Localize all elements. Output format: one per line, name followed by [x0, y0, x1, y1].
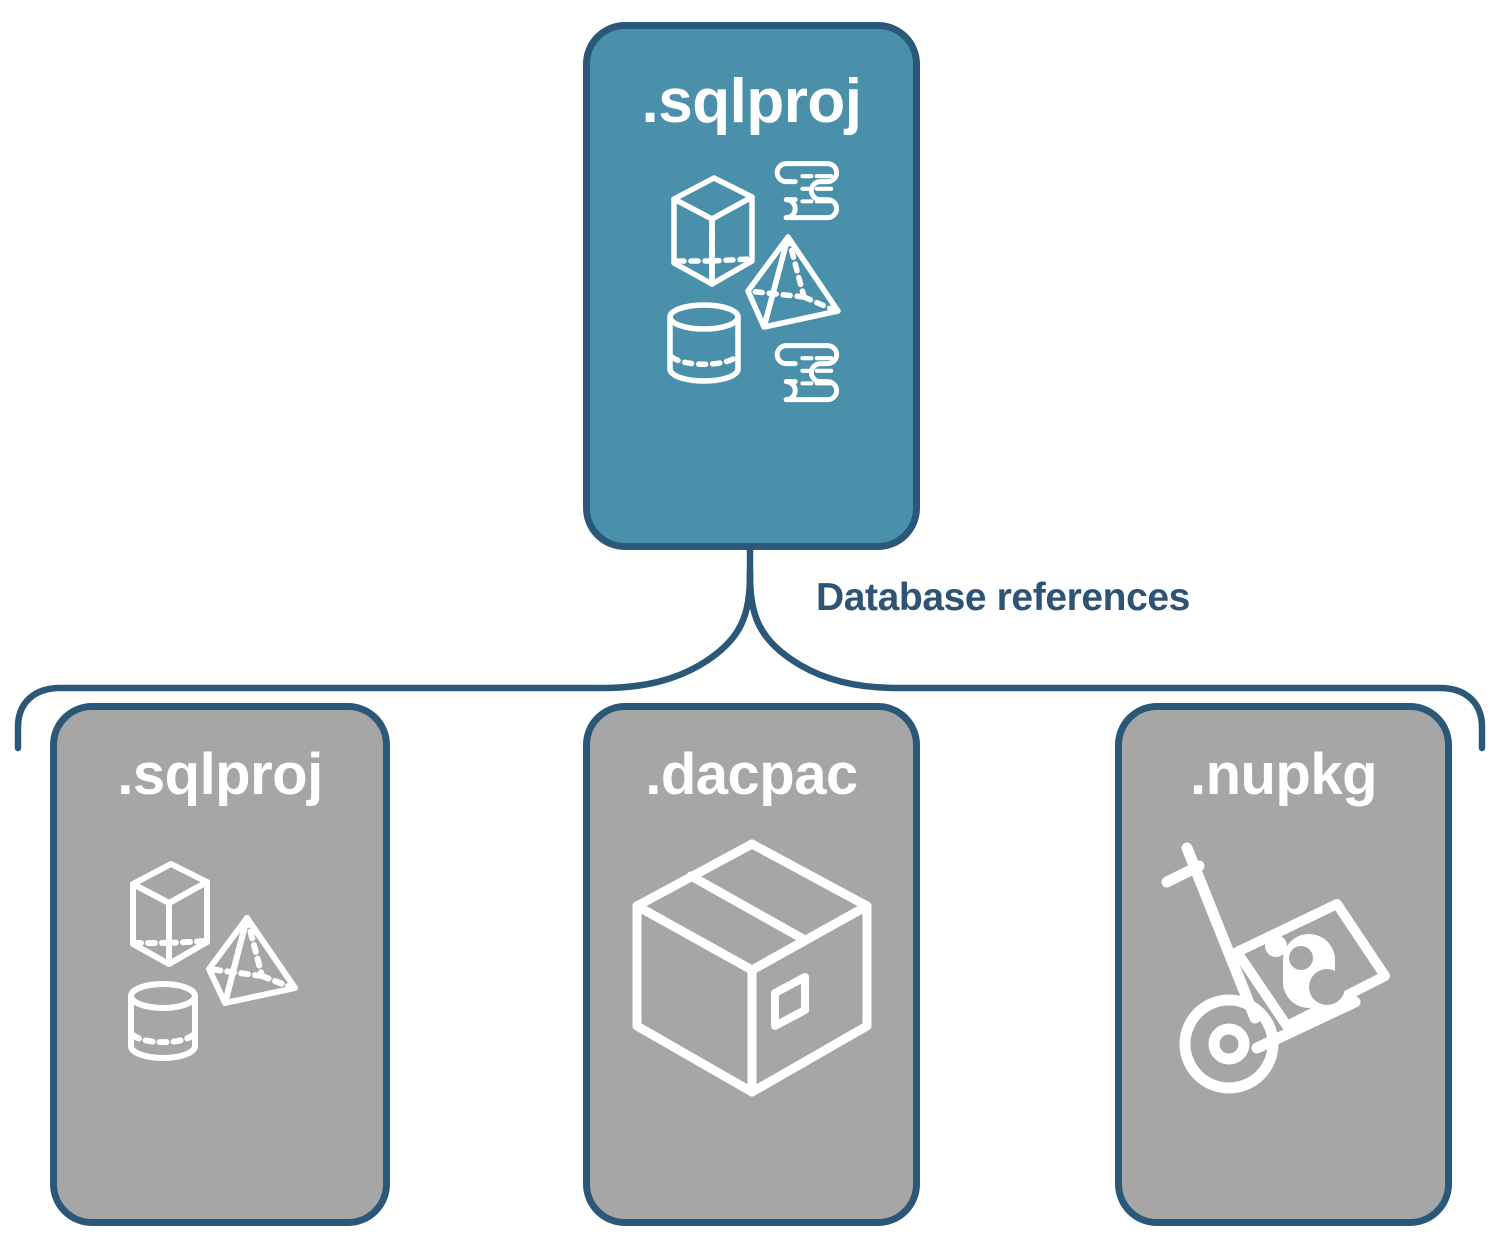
- node-nupkg-label: .nupkg: [1189, 742, 1378, 807]
- node-dacpac[interactable]: .dacpac: [583, 703, 920, 1226]
- cube-icon: [670, 175, 755, 287]
- cylinder-icon: [666, 302, 741, 384]
- node-sqlproj-root-label: .sqlproj: [641, 67, 862, 136]
- scroll-icon: [774, 343, 839, 403]
- package-box-icon-group: [627, 830, 877, 1100]
- node-sqlproj-reference-label: .sqlproj: [117, 742, 323, 807]
- scroll-icon: [774, 161, 839, 221]
- node-sqlproj-reference[interactable]: .sqlproj: [50, 703, 390, 1226]
- edge-label-database-references: Database references: [816, 576, 1190, 619]
- node-sqlproj-root[interactable]: .sqlproj: [583, 22, 920, 550]
- cylinder-icon: [128, 981, 198, 1061]
- node-nupkg[interactable]: .nupkg: [1115, 703, 1452, 1226]
- nuget-package-icon: [1231, 899, 1390, 1031]
- pyramid-icon: [206, 915, 298, 1006]
- package-box-icon: [632, 839, 871, 1097]
- hand-truck-icon: [1161, 842, 1360, 1094]
- sqlproj-small-icon-group: [115, 848, 325, 1078]
- hand-truck-icon-group: [1159, 830, 1409, 1100]
- sqlproj-icon-group: [652, 151, 852, 411]
- pyramid-icon: [744, 234, 841, 330]
- node-dacpac-label: .dacpac: [645, 742, 858, 807]
- cube-icon: [130, 861, 210, 967]
